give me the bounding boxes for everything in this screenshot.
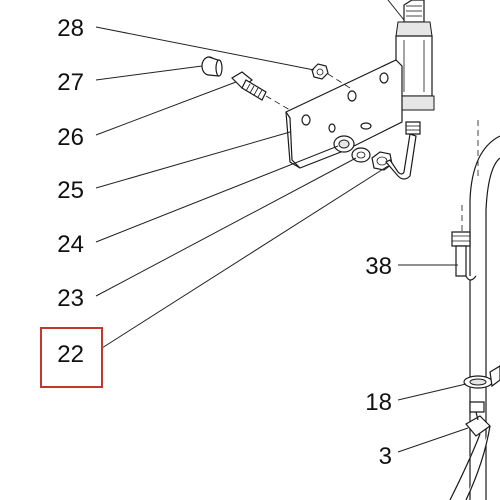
leader-23 — [95, 157, 357, 297]
mounting-bracket-drawing — [285, 59, 403, 169]
callout-labels: 28 27 26 25 24 23 22 38 18 3 — [57, 15, 392, 470]
lock-washer-part-23 — [351, 147, 371, 163]
threaded-fitting-part-26 — [231, 71, 291, 111]
callout-18: 18 — [365, 389, 392, 416]
leader-25 — [95, 131, 291, 189]
washer-part-24 — [333, 135, 355, 153]
callout-25: 25 — [57, 177, 84, 204]
elbow-tube-part-22 — [371, 121, 421, 180]
leader-lines — [95, 0, 469, 453]
callout-27: 27 — [57, 69, 84, 96]
callout-24: 24 — [57, 231, 84, 258]
callout-23: 23 — [57, 285, 84, 312]
nut-part-28 — [311, 63, 351, 89]
callout-3: 3 — [379, 443, 392, 470]
leader-top — [387, 0, 405, 21]
callout-22[interactable]: 22 — [57, 341, 84, 368]
leader-22 — [101, 165, 389, 349]
callout-38: 38 — [365, 253, 392, 280]
leader-28 — [95, 26, 315, 71]
valve-body-drawing — [395, 0, 435, 111]
leader-3 — [397, 427, 469, 453]
leader-26 — [95, 81, 237, 136]
callout-28: 28 — [57, 15, 84, 42]
callout-26: 26 — [57, 124, 84, 151]
bushing-part-27 — [201, 56, 223, 77]
leader-24 — [95, 145, 339, 243]
selection-highlight-box — [40, 327, 103, 388]
hose-loop-drawing — [449, 120, 500, 500]
leader-18 — [397, 383, 467, 401]
leader-27 — [95, 65, 203, 81]
